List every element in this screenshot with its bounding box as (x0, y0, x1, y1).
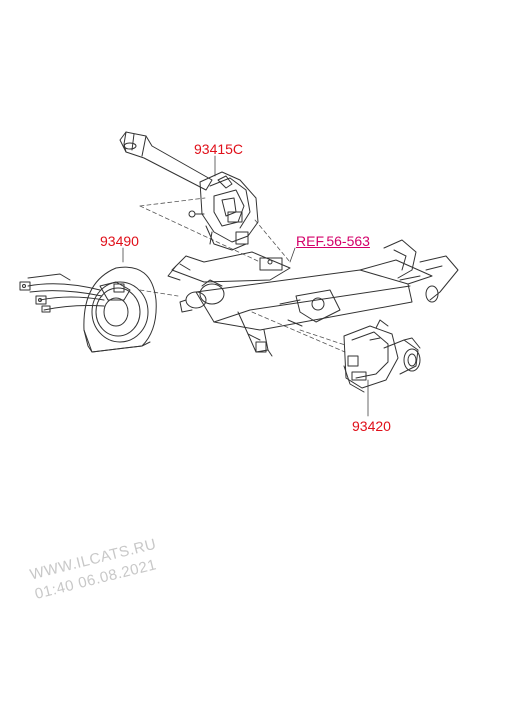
part-label-93420[interactable]: 93420 (352, 418, 391, 434)
multifunction-switch-drawing[interactable] (119, 131, 259, 251)
part-label-93490[interactable]: 93490 (100, 233, 139, 249)
assembly-dash-lines (139, 197, 346, 353)
combination-switch-drawing[interactable] (343, 319, 421, 393)
leader-lines (122, 155, 369, 417)
clock-spring-drawing[interactable] (19, 266, 157, 353)
part-label-93415c[interactable]: 93415C (194, 141, 244, 157)
steering-column-drawing[interactable] (167, 239, 459, 357)
reference-label-column[interactable]: REF.56-563 (296, 233, 370, 249)
